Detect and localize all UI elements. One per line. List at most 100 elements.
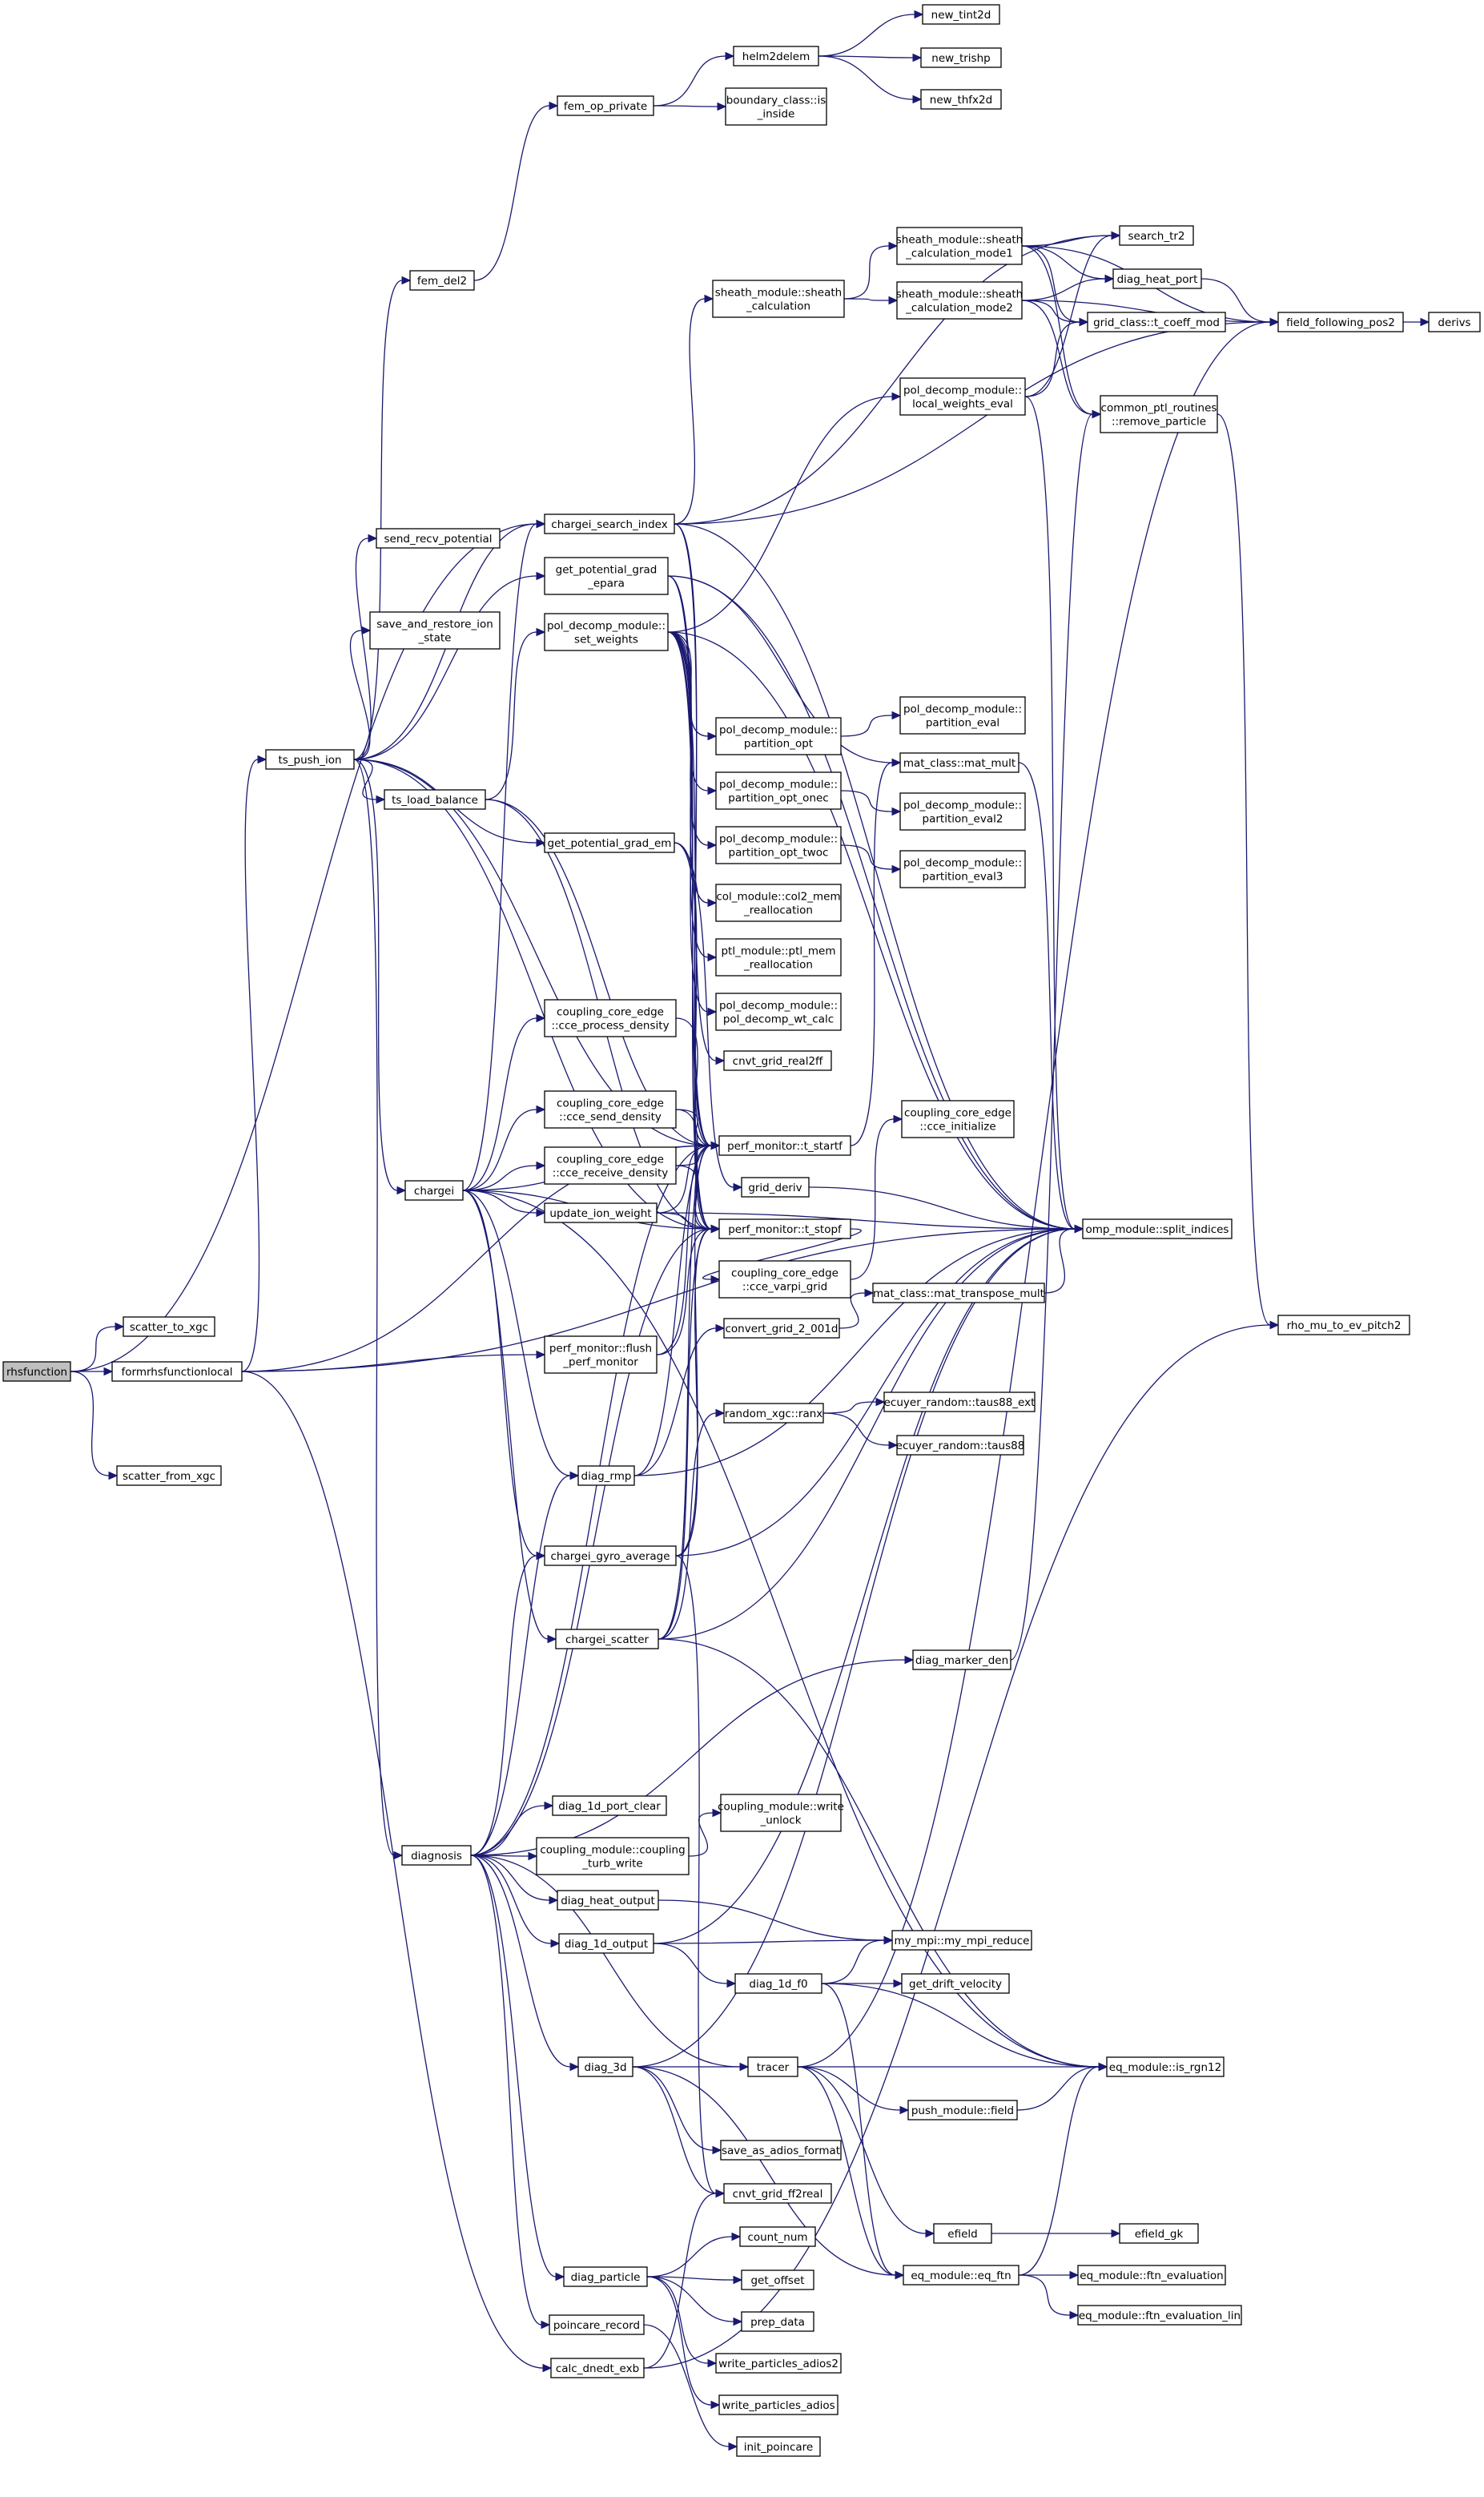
node-chargei-search-index[interactable]: chargei_search_index xyxy=(544,513,675,534)
node-diag-1d-output[interactable]: diag_1d_output xyxy=(558,1933,654,1954)
node-pol-decomp-wt-calc[interactable]: pol_decomp_module::pol_decomp_wt_calc xyxy=(715,993,842,1031)
node-cce-send-density[interactable]: coupling_core_edge::cce_send_density xyxy=(544,1090,677,1129)
edge-line xyxy=(241,1228,1076,1372)
node-calc-dnedt-exb[interactable]: calc_dnedt_exb xyxy=(550,2358,645,2378)
node-init-poincare[interactable]: init_poincare xyxy=(736,2436,821,2457)
node-rhsfunction[interactable]: rhsfunction xyxy=(2,1361,71,1382)
node-get-potential-grad-em[interactable]: get_potential_grad_em xyxy=(544,832,675,853)
node-field-following-pos2[interactable]: field_following_pos2 xyxy=(1277,312,1404,332)
node-update-ion-weight[interactable]: update_ion_weight xyxy=(544,1202,658,1223)
node-cce-varpi-grid[interactable]: coupling_core_edge::cce_varpi_grid xyxy=(718,1260,851,1299)
node-get-offset[interactable]: get_offset xyxy=(741,2269,814,2290)
edge-line xyxy=(797,2066,927,2234)
node-new-trishp[interactable]: new_trishp xyxy=(920,47,1002,68)
node-write-particles-adios[interactable]: write_particles_adios xyxy=(718,2394,839,2415)
node-coupling-write-unlock[interactable]: coupling_module::write_unlock xyxy=(718,1794,844,1832)
node-pol-partition-eval3[interactable]: pol_decomp_module::partition_eval3 xyxy=(899,850,1026,888)
node-chargei-scatter[interactable]: chargei_scatter xyxy=(555,1629,659,1649)
node-count-num[interactable]: count_num xyxy=(739,2226,816,2247)
node-convert-grid-2-001d[interactable]: convert_grid_2_001d xyxy=(723,1318,840,1339)
node-pol-local-weights-eval[interactable]: pol_decomp_module::local_weights_eval xyxy=(899,377,1026,416)
node-perf-t-startf[interactable]: perf_monitor::t_startf xyxy=(718,1135,851,1156)
node-new-thfx2d[interactable]: new_thfx2d xyxy=(920,89,1002,110)
node-save-restore[interactable]: save_and_restore_ion_state xyxy=(369,611,501,650)
node-cnvt-grid-real2ff[interactable]: cnvt_grid_real2ff xyxy=(723,1050,832,1071)
node-common-remove-particle[interactable]: common_ptl_routines::remove_particle xyxy=(1100,395,1218,433)
node-label: push_module::field xyxy=(911,2104,1014,2117)
node-poincare-record[interactable]: poincare_record xyxy=(549,2314,645,2335)
node-save-as-adios-format[interactable]: save_as_adios_format xyxy=(720,2140,842,2161)
node-get-drift-velocity[interactable]: get_drift_velocity xyxy=(901,1973,1010,1994)
node-grid-deriv[interactable]: grid_deriv xyxy=(741,1177,810,1198)
node-ftn-evaluation-lin[interactable]: eq_module::ftn_evaluation_lin xyxy=(1077,2305,1242,2326)
node-derivs[interactable]: derivs xyxy=(1428,312,1481,332)
node-taus88[interactable]: ecuyer_random::taus88 xyxy=(896,1435,1025,1456)
node-write-particles-adios2[interactable]: write_particles_adios2 xyxy=(715,2353,842,2374)
node-pol-partition-eval2[interactable]: pol_decomp_module::partition_eval2 xyxy=(899,792,1026,831)
node-diag-heat-port[interactable]: diag_heat_port xyxy=(1112,268,1202,289)
node-box xyxy=(1277,1315,1410,1335)
node-fem-del2[interactable]: fem_del2 xyxy=(409,270,475,291)
node-diag-marker-den[interactable]: diag_marker_den xyxy=(912,1649,1011,1670)
node-mat-transpose-mult[interactable]: mat_class::mat_transpose_mult xyxy=(872,1283,1045,1303)
node-pol-partition-eval[interactable]: pol_decomp_module::partition_eval xyxy=(899,696,1026,735)
node-efield-gk[interactable]: efield_gk xyxy=(1119,2223,1199,2244)
node-chargei[interactable]: chargei xyxy=(404,1180,464,1201)
node-taus88-ext[interactable]: ecuyer_random::taus88_ext xyxy=(883,1391,1036,1412)
node-ftn-evaluation[interactable]: eq_module::ftn_evaluation xyxy=(1077,2265,1226,2286)
node-cce-initialize[interactable]: coupling_core_edge::cce_initialize xyxy=(901,1100,1015,1138)
node-chargei-gyro-average[interactable]: chargei_gyro_average xyxy=(544,1545,677,1566)
node-label: new_trishp xyxy=(931,52,990,65)
node-random-ranx[interactable]: random_xgc::ranx xyxy=(723,1403,824,1424)
node-col2-mem-reallocation[interactable]: col_module::col2_mem_reallocation xyxy=(715,884,842,922)
node-fem-op-private[interactable]: fem_op_private xyxy=(557,95,654,116)
node-eq-ftn[interactable]: eq_module::eq_ftn xyxy=(903,2265,1019,2286)
node-pol-partition-opt-twoc[interactable]: pol_decomp_module::partition_opt_twoc xyxy=(715,826,842,864)
node-get-potential-grad-epara[interactable]: get_potential_grad_epara xyxy=(544,557,669,595)
node-boundary-is-inside[interactable]: boundary_class::is_inside xyxy=(725,87,827,126)
node-sheath-mode2[interactable]: sheath_module::sheath_calculation_mode2 xyxy=(896,281,1023,320)
node-diag-particle[interactable]: diag_particle xyxy=(563,2266,648,2287)
node-send-recv-potential[interactable]: send_recv_potential xyxy=(376,528,501,549)
node-scatter-from-xgc[interactable]: scatter_from_xgc xyxy=(116,1465,222,1486)
node-label: efield xyxy=(947,2228,977,2241)
node-eq-is-rgn12[interactable]: eq_module::is_rgn12 xyxy=(1106,2056,1225,2077)
node-efield[interactable]: efield xyxy=(933,2223,992,2244)
node-diagnosis[interactable]: diagnosis xyxy=(401,1845,472,1866)
node-diag-1d-f0[interactable]: diag_1d_f0 xyxy=(734,1973,822,1994)
node-sheath-calculation[interactable]: sheath_module::sheath_calculation xyxy=(712,280,845,318)
node-flush-perf-monitor[interactable]: perf_monitor::flush_perf_monitor xyxy=(544,1335,658,1374)
node-ptl-mem-reallocation[interactable]: ptl_module::ptl_mem_reallocation xyxy=(715,938,842,977)
node-my-mpi-reduce[interactable]: my_mpi::my_mpi_reduce xyxy=(891,1930,1032,1951)
node-prep-data[interactable]: prep_data xyxy=(741,2311,814,2332)
node-diag-rmp[interactable]: diag_rmp xyxy=(577,1465,635,1486)
node-search-tr2[interactable]: search_tr2 xyxy=(1119,225,1194,246)
node-cce-process-density[interactable]: coupling_core_edge::cce_process_density xyxy=(544,999,677,1037)
node-coupling-turb-write[interactable]: coupling_module::coupling_turb_write xyxy=(536,1837,690,1875)
node-pol-partition-opt-onec[interactable]: pol_decomp_module::partition_opt_onec xyxy=(715,771,842,810)
node-cnvt-grid-ff2real[interactable]: cnvt_grid_ff2real xyxy=(723,2183,832,2204)
node-perf-t-stopf[interactable]: perf_monitor::t_stopf xyxy=(718,1218,851,1239)
node-label: write_particles_adios xyxy=(722,2399,834,2412)
node-tracer[interactable]: tracer xyxy=(747,2056,798,2077)
node-cce-receive-density[interactable]: coupling_core_edge::cce_receive_density xyxy=(544,1146,677,1185)
node-rho-mu-to-ev-pitch2[interactable]: rho_mu_to_ev_pitch2 xyxy=(1277,1315,1410,1335)
node-scatter-to-xgc[interactable]: scatter_to_xgc xyxy=(123,1316,215,1337)
node-push-field[interactable]: push_module::field xyxy=(907,2100,1018,2120)
node-sheath-mode1[interactable]: sheath_module::sheath_calculation_mode1 xyxy=(896,227,1023,265)
node-helm2delem[interactable]: helm2delem xyxy=(733,46,819,66)
node-pol-set-weights[interactable]: pol_decomp_module::set_weights xyxy=(544,613,669,651)
node-ts-load-balance[interactable]: ts_load_balance xyxy=(384,789,486,810)
node-diag-heat-output[interactable]: diag_heat_output xyxy=(557,1890,659,1911)
node-new-tint2d[interactable]: new_tint2d xyxy=(922,4,1000,25)
node-diag-1d-port-clear[interactable]: diag_1d_port_clear xyxy=(552,1795,667,1816)
node-grid-t-coeff-mod[interactable]: grid_class::t_coeff_mod xyxy=(1087,312,1226,332)
node-diag-3d[interactable]: diag_3d xyxy=(577,2056,633,2077)
node-omp-split-indices[interactable]: omp_module::split_indices xyxy=(1082,1218,1233,1239)
node-mat-mult[interactable]: mat_class::mat_mult xyxy=(899,752,1019,773)
node-formrhsfunctionlocal[interactable]: formrhsfunctionlocal xyxy=(111,1361,243,1382)
edge-line xyxy=(1021,300,1080,323)
node-pol-partition-opt[interactable]: pol_decomp_module::partition_opt xyxy=(715,717,842,755)
node-ts-push-ion[interactable]: ts_push_ion xyxy=(265,749,355,770)
arrowhead xyxy=(1098,2062,1108,2072)
